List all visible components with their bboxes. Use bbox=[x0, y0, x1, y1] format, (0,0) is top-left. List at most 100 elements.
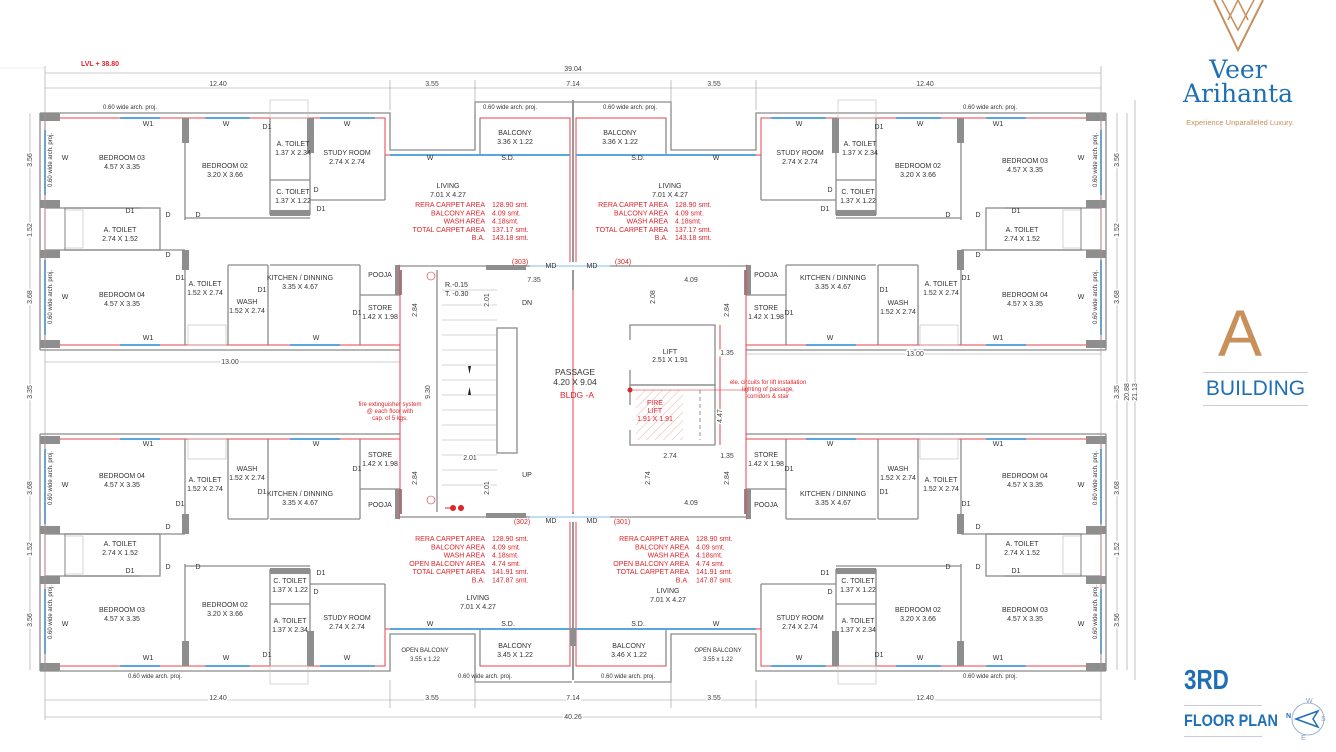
floor-plan-label: FLOOR PLAN bbox=[1184, 705, 1278, 737]
opening-label-d1: D1 bbox=[317, 570, 326, 577]
room-size: 1.42 X 1.98 bbox=[362, 314, 398, 321]
arch-projection-label: 0.60 wide arch. proj. bbox=[483, 105, 537, 111]
room-size: 4.57 X 3.35 bbox=[1007, 482, 1043, 489]
arch-projection-label: 0.60 wide arch. proj. bbox=[1093, 133, 1099, 187]
area-value: 128.90 smt. bbox=[492, 536, 529, 543]
dimension-label: 4.47 bbox=[717, 409, 724, 423]
room-name: WASH bbox=[237, 466, 258, 473]
opening-label-d1: D1 bbox=[176, 275, 185, 282]
stair-down-label: DN bbox=[522, 300, 532, 307]
arch-projection-label: 0.60 wide arch. proj. bbox=[48, 270, 54, 324]
room-size: 2.74 X 1.52 bbox=[1004, 550, 1040, 557]
dimension-label: 7.35 bbox=[527, 277, 541, 284]
room-name: A. TOILET bbox=[1006, 541, 1040, 548]
dimension-label: 2.84 bbox=[724, 471, 731, 485]
room-size: 1.52 X 2.74 bbox=[923, 290, 959, 297]
area-value: 141.91 smt. bbox=[492, 569, 529, 576]
room-name: KITCHEN / DINNING bbox=[800, 491, 866, 498]
room-size: 1.52 X 2.74 bbox=[187, 486, 223, 493]
room-size: 3.36 X 1.22 bbox=[602, 139, 638, 146]
opening-label-d1: D1 bbox=[962, 501, 971, 508]
area-value: 137.17 smt. bbox=[492, 227, 529, 234]
room-size: 7.01 X 4.27 bbox=[650, 597, 686, 604]
main-door-label: MD bbox=[546, 263, 557, 270]
room-name: WASH bbox=[888, 466, 909, 473]
area-value: 137.17 smt. bbox=[675, 227, 712, 234]
room-name: BEDROOM 03 bbox=[1002, 607, 1048, 614]
room-size: 3.55 x 1.22 bbox=[703, 657, 733, 663]
arch-projection-label: 0.60 wide arch. proj. bbox=[458, 674, 512, 680]
main-door-label: MD bbox=[587, 263, 598, 270]
opening-label-w: W bbox=[223, 121, 230, 128]
dimension-label: 2.84 bbox=[412, 471, 419, 485]
dimension-label: 39.04 bbox=[564, 66, 582, 73]
area-label: WASH AREA bbox=[444, 553, 486, 560]
brand-name-line1: Veer bbox=[1209, 55, 1267, 84]
room-size: 1.42 X 1.98 bbox=[748, 314, 784, 321]
room-size: 1.37 X 1.22 bbox=[275, 198, 311, 205]
compass-w: W bbox=[1306, 698, 1313, 705]
dimension-lines bbox=[29, 66, 1136, 720]
opening-label-d1: D1 bbox=[821, 206, 830, 213]
opening-label-w: W bbox=[62, 155, 69, 162]
opening-label-d1: D1 bbox=[263, 652, 272, 659]
area-label: B.A. bbox=[676, 578, 689, 585]
dimension-label: 3.55 bbox=[425, 81, 439, 88]
room-size: 3.35 X 4.67 bbox=[815, 284, 851, 291]
opening-label-w: W bbox=[62, 621, 69, 628]
brand-name: Veer Arihanta bbox=[1178, 55, 1298, 106]
room-size: 2.74 X 2.74 bbox=[782, 624, 818, 631]
area-label: RERA CARPET AREA bbox=[415, 536, 485, 543]
stair-up-label: UP bbox=[522, 472, 532, 479]
room-name: BEDROOM 02 bbox=[202, 602, 248, 609]
opening-label-w: W bbox=[917, 655, 924, 662]
room-size: 4.57 X 3.35 bbox=[104, 482, 140, 489]
opening-label-d1: D1 bbox=[875, 652, 884, 659]
lift-circuit-note: lighting of passage, bbox=[742, 387, 794, 393]
dimension-label: 3.56 bbox=[1114, 613, 1121, 627]
area-value: 143.18 smt. bbox=[675, 235, 712, 242]
brand-tagline: Experience Unparalleled Luxury. bbox=[1186, 118, 1294, 127]
room-size: 4.57 X 3.35 bbox=[1007, 616, 1043, 623]
area-label: TOTAL CARPET AREA bbox=[596, 227, 669, 234]
dimension-label: 1.52 bbox=[27, 542, 34, 556]
opening-label-w: W bbox=[796, 121, 803, 128]
area-value: 4.74 smt. bbox=[696, 561, 725, 568]
opening-label-sd: S.D. bbox=[631, 155, 645, 162]
room-size: 4.57 X 3.35 bbox=[104, 301, 140, 308]
passage-name: PASSAGE bbox=[555, 367, 595, 377]
opening-label-d1: D1 bbox=[785, 466, 794, 473]
area-label: BALCONY AREA bbox=[614, 210, 668, 217]
opening-label-w1: W1 bbox=[993, 655, 1004, 662]
opening-label-w: W bbox=[62, 294, 69, 301]
room-size: 1.37 X 2.34 bbox=[842, 150, 878, 157]
arch-projection-label: 0.60 wide arch. proj. bbox=[1093, 270, 1099, 324]
opening-label-d: D bbox=[165, 212, 170, 219]
room-name: KITCHEN / DINNING bbox=[267, 491, 333, 498]
opening-label-w: W bbox=[827, 335, 834, 342]
room-name: A. TOILET bbox=[277, 141, 311, 148]
room-size: 3.55 x 1.22 bbox=[410, 657, 440, 663]
dimension-label: 4.09 bbox=[684, 277, 698, 284]
opening-label-w: W bbox=[713, 621, 720, 628]
opening-label-d: D bbox=[975, 524, 980, 531]
room-size: 3.35 X 4.67 bbox=[815, 500, 851, 507]
opening-label-sd: S.D. bbox=[501, 155, 515, 162]
opening-label-w: W bbox=[917, 121, 924, 128]
compass-n: N bbox=[1286, 713, 1292, 720]
opening-label-w1: W1 bbox=[143, 121, 154, 128]
opening-label-d: D bbox=[827, 589, 832, 596]
room-name: POOJA bbox=[368, 272, 392, 279]
arch-projection-label: 0.60 wide arch. proj. bbox=[48, 585, 54, 639]
dimension-label: 3.56 bbox=[27, 613, 34, 627]
room-size: 1.42 X 1.98 bbox=[362, 461, 398, 468]
room-name: BEDROOM 04 bbox=[1002, 473, 1048, 480]
opening-label-d1: D1 bbox=[880, 287, 889, 294]
opening-label-d1: D1 bbox=[962, 275, 971, 282]
room-name: BEDROOM 02 bbox=[895, 607, 941, 614]
opening-label-d: D bbox=[975, 212, 980, 219]
opening-label-d: D bbox=[827, 187, 832, 194]
room-name: STUDY ROOM bbox=[776, 615, 823, 622]
room-name: BALCONY bbox=[498, 130, 532, 137]
room-size: 3.46 X 1.22 bbox=[611, 652, 647, 659]
